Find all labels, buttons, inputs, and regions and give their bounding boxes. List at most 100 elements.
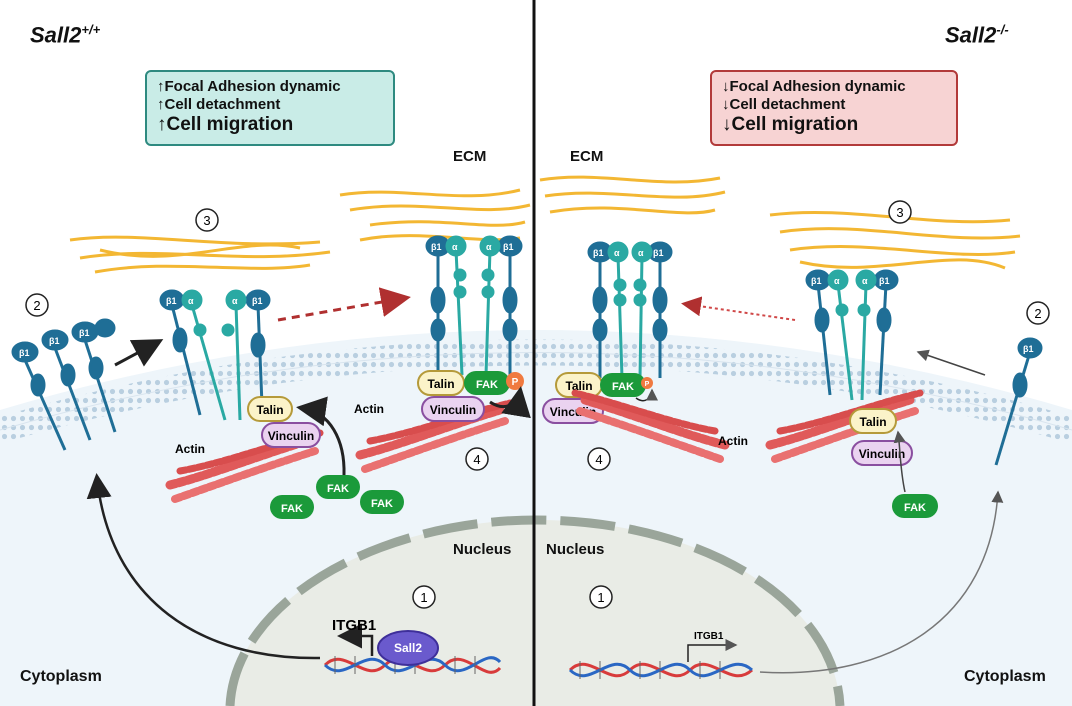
- integrin-heterodimer-left-b: [425, 235, 523, 375]
- svg-text:4: 4: [595, 452, 602, 467]
- beta1-label: β1: [811, 276, 822, 286]
- svg-text:3: 3: [896, 205, 903, 220]
- vinculin-left-a: Vinculin: [261, 422, 321, 448]
- beta1-label: β1: [252, 296, 263, 306]
- svg-text:2: 2: [33, 298, 40, 313]
- step-marker-2-left: 2: [25, 293, 49, 317]
- fak-free-left-2: FAK: [316, 475, 360, 499]
- alpha-label: α: [188, 296, 194, 306]
- arrow-dotted-right: [681, 296, 796, 321]
- talin-right-b: Talin: [849, 408, 897, 434]
- svg-text:1: 1: [597, 590, 604, 605]
- alpha-label: α: [452, 242, 458, 252]
- summary-line-detachment: ↓Cell detachment: [722, 96, 846, 113]
- arrow-phospho-left: [489, 386, 531, 419]
- vinculin-left-b: Vinculin: [421, 396, 485, 422]
- summary-line-migration: ↑Cell migration: [157, 114, 294, 135]
- alpha-label: α: [614, 248, 620, 258]
- svg-text:Vinculin: Vinculin: [430, 403, 476, 417]
- alpha-label: α: [638, 248, 644, 258]
- svg-text:Talin: Talin: [427, 377, 454, 391]
- svg-text:4: 4: [473, 452, 480, 467]
- beta1-label: β1: [49, 336, 60, 346]
- nucleus-label-right: Nucleus: [546, 541, 605, 558]
- genotype-title-left: Sall2+/+: [30, 22, 101, 48]
- integrin-alpha-left-a: [181, 289, 247, 421]
- beta1-label: β1: [166, 296, 177, 306]
- alpha-label: α: [834, 276, 840, 286]
- beta1-label: β1: [79, 328, 90, 338]
- svg-text:FAK: FAK: [371, 498, 393, 510]
- beta1-label: β1: [879, 276, 890, 286]
- summary-box-knockout: ↓Focal Adhesion dynamic ↓Cell detachment…: [710, 70, 958, 146]
- beta1-label: β1: [503, 242, 514, 252]
- integrin-heterodimer-right-b: [805, 269, 899, 396]
- svg-text:3: 3: [203, 213, 210, 228]
- arrow-dashed-left: [277, 287, 411, 322]
- genotype-title-right: Sall2-/-: [945, 22, 1009, 48]
- step-marker-4-left: 4: [465, 447, 489, 471]
- step-marker-2-right: 2: [1026, 301, 1050, 325]
- itgb1-label-left: ITGB1: [332, 617, 376, 634]
- svg-text:Talin: Talin: [256, 403, 283, 417]
- beta1-label: β1: [1023, 344, 1034, 354]
- svg-text:P: P: [512, 377, 519, 388]
- arrow-fak-recruit-right: [893, 430, 906, 493]
- fak-free-left-1: FAK: [270, 495, 314, 519]
- step-marker-4-right: 4: [587, 447, 611, 471]
- cytoplasm-label-left: Cytoplasm: [20, 668, 102, 685]
- step-marker-3-right: 3: [888, 200, 912, 224]
- fak-right-free: FAK: [892, 494, 938, 518]
- phospho-right: P: [641, 377, 653, 389]
- ecm-label-left: ECM: [453, 148, 487, 165]
- alpha-label: α: [486, 242, 492, 252]
- step-marker-1-left: 1: [412, 585, 436, 609]
- beta1-label: β1: [653, 248, 664, 258]
- alpha-label: α: [862, 276, 868, 286]
- svg-text:FAK: FAK: [476, 379, 498, 391]
- svg-text:Sall2: Sall2: [394, 641, 422, 655]
- cytoplasm-label-right: Cytoplasm: [964, 668, 1046, 685]
- arrow-activation-right: [916, 349, 986, 376]
- svg-text:Vinculin: Vinculin: [859, 447, 905, 461]
- talin-left-a: Talin: [247, 396, 293, 422]
- fak-right-a: FAK: [600, 373, 646, 397]
- arrow-itgb1-expression-left: [86, 473, 321, 660]
- actin-label-right: Actin: [718, 434, 748, 448]
- arrow-fak-recruit-left: [296, 396, 346, 476]
- summary-line-detachment: ↑Cell detachment: [157, 96, 281, 113]
- fak-left-b: FAK: [464, 371, 510, 395]
- svg-text:P: P: [645, 381, 650, 388]
- beta1-label: β1: [593, 248, 604, 258]
- ecm-label-right: ECM: [570, 148, 604, 165]
- arrow-phospho-right: [635, 388, 658, 402]
- summary-line-migration: ↓Cell migration: [722, 114, 859, 135]
- summary-line-focal-adhesion: ↓Focal Adhesion dynamic: [722, 78, 906, 95]
- sall2-protein: Sall2: [377, 630, 439, 666]
- nucleus-label-left: Nucleus: [453, 541, 512, 558]
- summary-box-wildtype: ↑Focal Adhesion dynamic ↑Cell detachment…: [145, 70, 395, 146]
- integrin-beta1-unbound-left: [11, 318, 117, 451]
- ecm-fibers-left: [69, 188, 531, 274]
- talin-left-b: Talin: [417, 370, 465, 396]
- svg-text:FAK: FAK: [904, 502, 926, 514]
- step-marker-3-left: 3: [195, 208, 219, 232]
- fak-free-left-3: FAK: [360, 490, 404, 514]
- svg-text:FAK: FAK: [612, 381, 634, 393]
- svg-text:1: 1: [420, 590, 427, 605]
- svg-text:FAK: FAK: [281, 503, 303, 515]
- dna-right: [568, 661, 754, 679]
- alpha-label: α: [232, 296, 238, 306]
- tss-arrow-left: [337, 623, 374, 656]
- integrin-heterodimer-right-a: [587, 241, 673, 378]
- tss-arrow-right: [687, 639, 738, 662]
- svg-text:FAK: FAK: [327, 483, 349, 495]
- arrow-activation-left: [114, 339, 164, 367]
- step-marker-1-right: 1: [589, 585, 613, 609]
- integrin-alpha-left-b: [445, 235, 501, 376]
- actin-label-left-b: Actin: [354, 402, 384, 416]
- actin-label-left-a: Actin: [175, 442, 205, 456]
- svg-text:Talin: Talin: [565, 379, 592, 393]
